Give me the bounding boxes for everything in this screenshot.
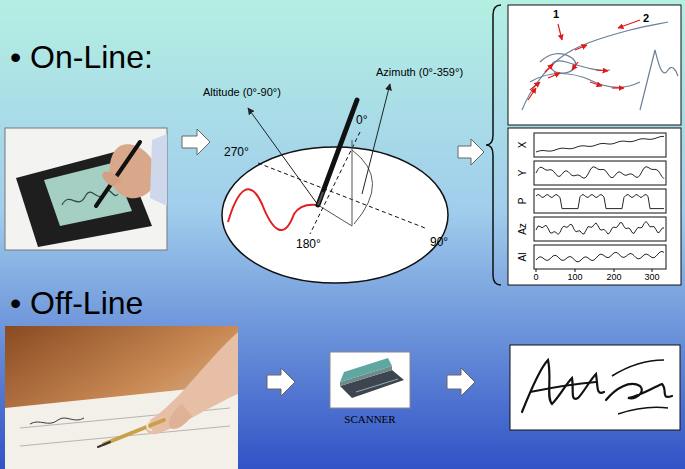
pen-angle-figure [318,100,357,205]
pen-angle-figure [310,132,360,234]
pen-angle-figure [362,84,390,194]
channel-label: Az [517,223,528,235]
angle-label: 180° [296,238,321,251]
signal-panel [534,189,666,213]
signal-panel [575,269,576,272]
signal-trace [536,167,664,179]
channel-label: Y [517,170,528,177]
signal-trace [536,194,664,208]
signal-panel [652,269,653,272]
axis-label: Azimuth (0°-359°) [376,66,463,78]
pen-angle-figure [352,140,353,226]
channel-label: P [517,198,528,205]
channel-label: Al [517,253,528,262]
scanner-icon [340,358,392,382]
scanner-icon [356,379,398,392]
writing-photo [104,420,164,444]
pen-angle-figure [258,163,425,228]
writing-photo [98,442,110,447]
flow-arrow [182,129,210,155]
tick-label: 300 [644,273,659,283]
pen-angle-figure [248,108,318,205]
tick-label: 200 [606,273,621,283]
axis-label: Altitude (0°-90°) [203,86,281,98]
angle-label: 0° [356,114,367,127]
tablet-photo [5,128,167,250]
trajectory-panel [572,62,578,70]
flow-arrow [458,139,484,165]
angle-label: 90° [430,236,448,249]
pen-angle-figure [318,205,352,226]
callout-number: 2 [643,12,649,24]
section-heading: • On-Line: [10,40,153,75]
trajectory-panel [508,5,681,125]
pen-angle-figure [222,84,448,283]
flow-arrow [447,368,475,396]
scanned-signature [530,382,596,392]
writing-photo [5,326,238,469]
trajectory-panel [548,73,560,78]
angle-label: 270° [224,146,249,159]
tick-label: 100 [567,273,582,283]
tablet-photo [150,134,167,206]
tablet-photo [5,128,167,250]
pen-angle-figure [222,147,448,283]
writing-photo [146,332,238,434]
trajectory-panel [590,82,602,86]
writing-photo [30,418,84,424]
signal-panel [534,245,666,269]
signal-trace [536,136,664,261]
trajectory-panel [540,54,610,73]
writing-photo [169,404,192,429]
scanned-signature [522,360,604,412]
scanned-signature [510,345,680,430]
tick-label: 0 [533,273,538,283]
pen-angle-figure [228,189,318,230]
scanned-signature [612,360,664,376]
signal-panel [614,269,615,272]
scanned-signature [606,384,672,400]
trajectory-panel [545,64,553,72]
brace [486,5,501,285]
scanner-icon [330,352,410,408]
tablet-photo [62,190,118,205]
channel-label: X [517,142,528,149]
signal-panel [534,217,666,241]
flow-arrow [267,368,295,396]
scanner-icon [330,352,410,408]
tablet-photo [96,142,140,206]
trajectory-panel [528,88,536,100]
trajectory-panel [575,45,587,50]
scanned-signature [618,407,668,414]
signal-panel [534,133,666,157]
trajectory-panel [530,82,540,90]
trajectory-panel [530,74,640,88]
signal-panel [534,161,666,185]
callout-number: 1 [553,8,559,20]
trajectory-panel [522,22,668,110]
section-heading: • Off-Line [10,286,143,321]
pen-angle-figure [352,150,373,224]
scanned-signature [510,345,680,430]
writing-photo [5,326,238,469]
signal-trace [536,221,664,234]
trajectory-panel [558,24,562,40]
signal-trace [536,251,664,261]
signal-panel [508,128,681,285]
signal-trace [536,136,664,152]
trajectory-panel [640,50,678,110]
tablet-photo [102,172,122,186]
writing-photo [147,420,152,430]
device-label: SCANNER [344,413,395,425]
trajectory-panel [618,20,640,28]
pen-angle-figure [318,192,323,205]
trajectory-panel [508,5,681,125]
trajectory-panel [596,70,608,71]
signal-panel [508,128,681,285]
signal-panel [536,269,537,272]
trajectory-panel [612,87,624,88]
